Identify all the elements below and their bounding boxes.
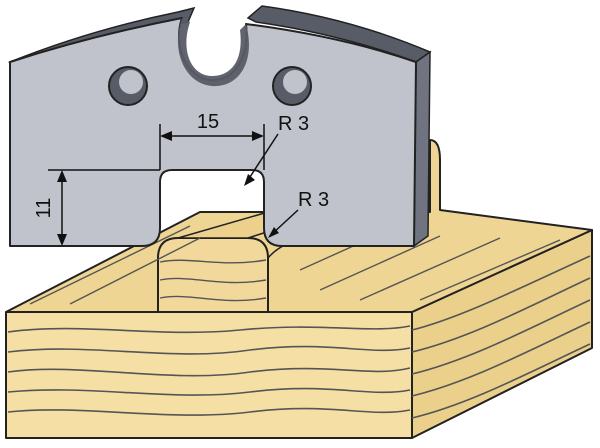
- mounting-hole-right: [272, 66, 312, 106]
- dimension-inner-radius-label: R 3: [278, 113, 309, 135]
- dimension-outer-radius-label: R 3: [298, 189, 329, 211]
- dimension-inner-radius: [244, 133, 279, 186]
- dimension-width: [159, 124, 265, 170]
- wood-grain-tenon: [159, 259, 267, 302]
- mounting-hole-left: [108, 66, 148, 106]
- wood-grain-top: [29, 225, 561, 305]
- knife-notch-shade: [177, 18, 249, 87]
- wood-grain-front: [7, 325, 411, 416]
- dimension-width-label: 15: [197, 111, 219, 133]
- dimension-height: [48, 169, 160, 246]
- wood-grain-side: [411, 255, 591, 419]
- dimension-outer-radius: [268, 209, 299, 238]
- dimension-height-label: 11: [33, 198, 55, 219]
- profile-knife: [7, 5, 432, 248]
- wood-tenon: [157, 237, 269, 313]
